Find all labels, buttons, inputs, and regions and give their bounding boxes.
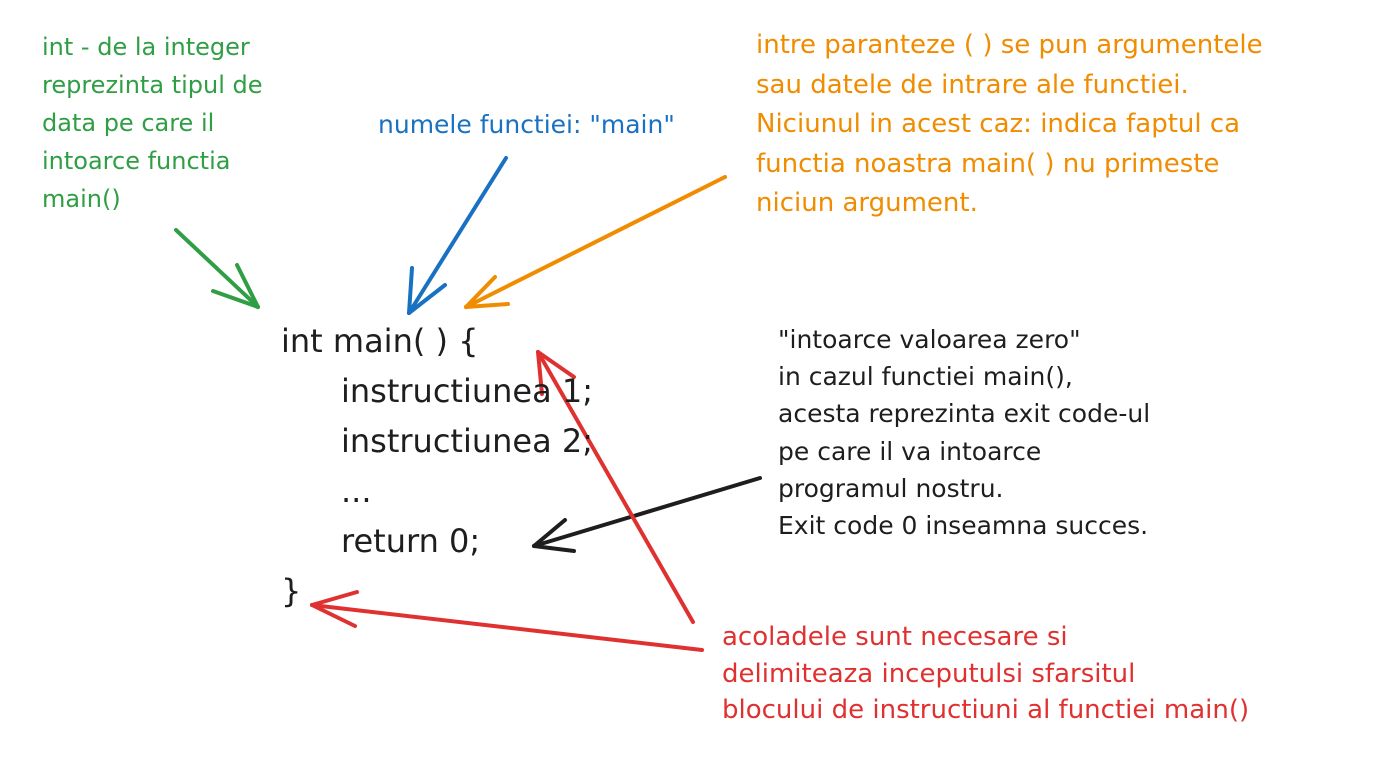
- annotation-line: acoladele sunt necesare si: [722, 622, 1068, 652]
- parameters-annotation: intre paranteze ( ) se pun argumentele s…: [756, 26, 1263, 224]
- function-name-annotation: numele functiei: "main": [378, 106, 675, 144]
- annotation-line: niciun argument.: [756, 188, 978, 218]
- arrow-params: [464, 175, 727, 309]
- annotation-line: sau datele de intrare ale functiei.: [756, 69, 1189, 100]
- code-line-return: return 0;: [341, 522, 481, 560]
- annotation-line: pe care il va intoarce: [778, 436, 1042, 466]
- annotation-line: numele functiei: "main": [378, 110, 675, 139]
- annotation-line: intoarce functia: [42, 147, 231, 175]
- arrow-int: [174, 228, 260, 309]
- annotation-line: in cazul functiei main(),: [778, 362, 1073, 392]
- annotation-line: intre paranteze ( ) se pun argumentele: [756, 30, 1263, 60]
- braces-annotation: acoladele sunt necesare si delimiteaza i…: [722, 619, 1249, 729]
- annotation-line: "intoarce valoarea zero": [778, 325, 1081, 354]
- code-line-ellipsis: ...: [341, 472, 372, 510]
- arrow-opening-brace: [536, 350, 695, 624]
- annotation-line: Exit code 0 inseamna succes.: [778, 511, 1149, 541]
- code-block: int main( ) { instructiunea 1; instructiun…: [281, 316, 593, 616]
- arrow-name: [407, 156, 508, 315]
- annotation-line: main(): [42, 185, 121, 213]
- annotation-line: delimiteaza inceputulsi sfarsitul: [722, 658, 1136, 689]
- arrow-return: [532, 476, 762, 553]
- int-type-annotation: int - de la integer reprezinta tipul de …: [42, 28, 263, 218]
- code-line-closing-brace: }: [281, 572, 302, 610]
- annotation-line: int - de la integer: [42, 33, 250, 61]
- annotation-line: acesta reprezinta exit code-ul: [778, 399, 1151, 429]
- return-value-annotation: "intoarce valoarea zero" in cazul functi…: [778, 321, 1150, 544]
- annotation-line: reprezinta tipul de: [42, 71, 263, 99]
- code-line-signature: int main( ) {: [281, 322, 479, 360]
- code-line-instruction-1: instructiunea 1;: [341, 372, 594, 410]
- annotation-line: data pe care il: [42, 109, 215, 137]
- annotation-line: blocului de instructiuni al functiei mai…: [722, 695, 1250, 725]
- annotation-line: functia noastra main( ) nu primeste: [756, 148, 1220, 179]
- annotation-line: programul nostru.: [778, 473, 1004, 503]
- annotation-line: Niciunul in acest caz: indica faptul ca: [756, 109, 1241, 139]
- arrow-closing-brace: [310, 590, 704, 652]
- code-line-instruction-2: instructiunea 2;: [341, 422, 594, 460]
